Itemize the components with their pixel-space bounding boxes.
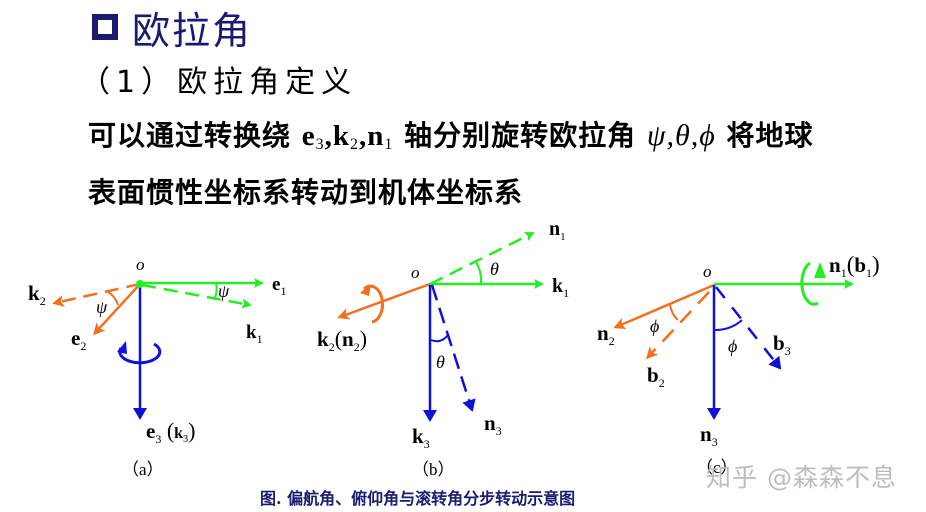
axis-e2-arrow: [92, 283, 141, 336]
origin-label: o: [136, 255, 145, 274]
svg-text:o: o: [411, 263, 420, 282]
line1-suffix: 将地球: [715, 119, 814, 152]
svg-text:ϕ: ϕ: [728, 336, 737, 356]
caption-c: （c）: [696, 458, 738, 477]
label-e1: e1: [272, 274, 286, 298]
theta-arc-icon: [430, 334, 449, 343]
line1-mid: 轴分别旋转欧拉角: [393, 119, 647, 152]
diagram-a: o ψ ψ e1 k1 k2 e2 e3 (k3) （a）: [28, 255, 286, 479]
square-bullet-icon: [92, 14, 118, 40]
caption-b: （b）: [412, 460, 455, 479]
watermark: 知乎 @森森不息: [706, 463, 897, 492]
rotation-arrow-icon: [118, 342, 162, 365]
label-n1-b1: n1(b1): [829, 252, 880, 280]
axis-b2-arrow: [645, 291, 710, 360]
theta-arc-icon: [475, 261, 483, 285]
axis-n3-arrow: [430, 284, 476, 412]
svg-text:ϕ: ϕ: [650, 316, 659, 336]
subtitle: （1）欧拉角定义: [80, 65, 358, 100]
caption-a: （a）: [122, 460, 164, 479]
axis-e3: e3: [301, 120, 325, 153]
label-n2: n2: [597, 321, 615, 348]
label-b3: b3: [773, 331, 791, 358]
axis-b3-arrow: [715, 286, 782, 370]
label-k2-n2: k2(n2): [317, 326, 367, 354]
psi-arc-icon: [213, 282, 218, 301]
label-e2: e2: [71, 326, 86, 353]
svg-text:ψ: ψ: [96, 297, 108, 317]
svg-text:o: o: [703, 262, 712, 281]
phi-arc-icon: [714, 319, 743, 331]
label-k2: k2: [28, 281, 46, 308]
euler-angles: ψ,θ,ϕ: [646, 119, 716, 152]
label-k3: k3: [412, 424, 430, 451]
axis-k1-arrow: [141, 283, 252, 309]
svg-text:ψ: ψ: [218, 281, 230, 301]
figure-caption: 图. 偏航角、俯仰角与滚转角分步转动示意图: [260, 489, 576, 508]
axis-n1-arrow: [429, 231, 535, 286]
rotation-arrow-icon: [800, 261, 819, 306]
label-n3: n3: [700, 422, 718, 449]
label-k1: k1: [246, 322, 263, 346]
axis-k2-arrow: [52, 282, 141, 307]
diagram-b: o θ θ n1 k1 k2(n2) k3 n3 （b）: [317, 218, 569, 479]
paragraph-line-2: 表面惯性坐标系转动到机体坐标系: [88, 176, 524, 209]
label-n3: n3: [484, 411, 502, 438]
diagram-c: o ϕ ϕ n1(b1) n2 b2 b3 n3 （c）: [597, 252, 880, 477]
label-e3-k3: e3 (k3): [146, 418, 195, 446]
label-n1: n1: [549, 218, 566, 243]
svg-text:θ: θ: [436, 352, 445, 372]
phi-arc-icon: [669, 304, 679, 321]
axis-k2-arrow: [337, 282, 431, 320]
section-title: 欧拉角: [92, 4, 252, 53]
title-text: 欧拉角: [132, 8, 253, 53]
axis-n1: n1: [367, 120, 394, 153]
axis-n2-arrow: [613, 283, 715, 329]
svg-text:θ: θ: [490, 259, 499, 279]
label-k1: k1: [552, 275, 569, 300]
paragraph-line-1: 可以通过转换绕 e3,k2,n1 轴分别旋转欧拉角 ψ,θ,ϕ 将地球: [88, 119, 814, 153]
line1-prefix: 可以通过转换绕: [88, 119, 302, 152]
axis-k2: k2: [332, 120, 360, 153]
label-b2: b2: [647, 363, 665, 390]
psi-arc-icon: [107, 291, 119, 306]
